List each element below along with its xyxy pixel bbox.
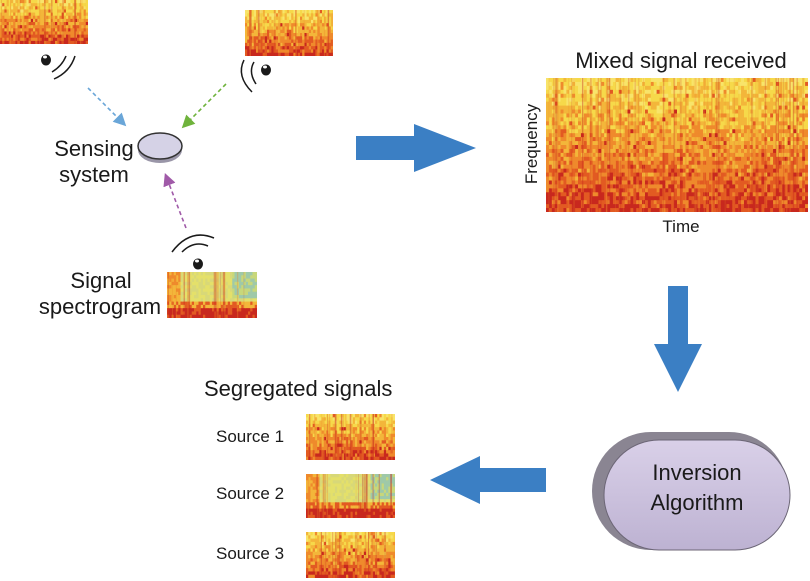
- inversion-algorithm-node: [592, 432, 791, 551]
- segregated-signals-title: Segregated signals: [204, 376, 393, 401]
- spectrogram-source-2: [306, 474, 395, 518]
- emitter-icon-top-left: [41, 54, 76, 80]
- spectrogram-top-right: [245, 10, 333, 56]
- signal-spectrogram-label: Signal spectrogram: [30, 268, 170, 320]
- source-2-label: Source 2: [216, 484, 285, 503]
- arrow-down-to-inversion: [654, 286, 702, 392]
- mixed-signal-title: Mixed signal received: [575, 48, 787, 73]
- sensing-system-label: Sensing system: [44, 136, 144, 188]
- dashed-arrow-green: [181, 83, 227, 129]
- inversion-label-line-2: Algorithm: [650, 490, 744, 515]
- arrow-right-to-mixed: [356, 124, 476, 172]
- emitter-icon-top-right: [240, 59, 271, 93]
- signal-label-line-2: spectrogram: [38, 294, 162, 319]
- dashed-arrow-purple: [163, 173, 187, 229]
- axis-label-frequency: Frequency: [522, 103, 541, 185]
- spectrogram-top-left: [0, 0, 88, 44]
- arrow-left-to-segregated: [430, 456, 546, 504]
- spectrogram-source-3: [306, 532, 395, 578]
- dashed-arrow-blue: [87, 87, 127, 127]
- sensing-label-line-2: system: [59, 162, 129, 187]
- signal-label-line-1: Signal: [70, 268, 132, 293]
- inversion-algorithm-label: Inversion Algorithm: [604, 458, 790, 518]
- spectrogram-signal: [167, 272, 257, 318]
- spectrogram-source-1: [306, 414, 395, 460]
- emitter-icon-bottom: [171, 234, 215, 270]
- source-1-label: Source 1: [216, 427, 285, 446]
- source-3-label: Source 3: [216, 544, 285, 563]
- spectrogram-mixed: [546, 78, 808, 212]
- sensing-label-line-1: Sensing: [54, 136, 134, 161]
- sensing-system-node: [137, 132, 183, 163]
- axis-label-time: Time: [662, 217, 700, 236]
- inversion-label-line-1: Inversion: [652, 460, 742, 485]
